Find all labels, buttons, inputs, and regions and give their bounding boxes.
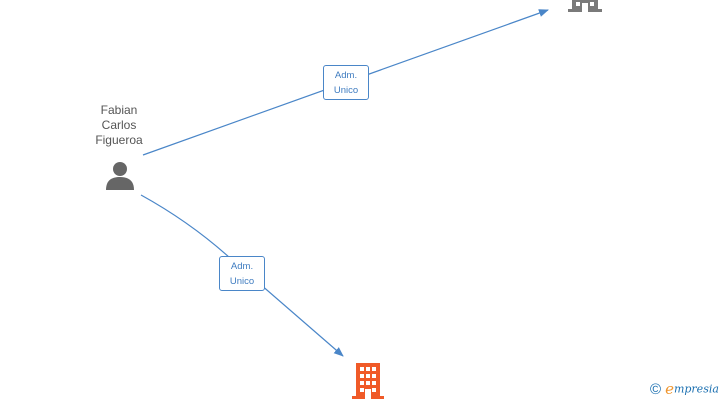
relation-label-top[interactable]: Adm. Unico: [323, 65, 369, 100]
person-icon[interactable]: [104, 160, 136, 190]
brand-logo-text: mpresia: [673, 382, 719, 396]
person-name-line-2: Carlos: [101, 118, 137, 132]
person-name-line-3: Figueroa: [95, 133, 143, 147]
relation-label-bottom-line-1: Adm.: [230, 261, 254, 272]
building-icon[interactable]: [568, 0, 602, 12]
building-icon[interactable]: [351, 363, 385, 399]
relation-label-top-line-1: Adm.: [334, 70, 358, 81]
relation-label-top-line-2: Unico: [333, 85, 359, 96]
person-name[interactable]: Fabian Carlos Figueroa: [70, 103, 168, 148]
relation-label-bottom[interactable]: Adm. Unico: [219, 256, 265, 291]
brand-logo-e: e: [665, 380, 674, 398]
brand-watermark: ©empresia: [650, 380, 719, 398]
edge-to-company-bottom[interactable]: [140, 194, 344, 357]
copyright-symbol: ©: [650, 380, 662, 398]
person-name-line-1: Fabian: [100, 103, 138, 117]
relation-label-bottom-line-2: Unico: [229, 276, 255, 287]
